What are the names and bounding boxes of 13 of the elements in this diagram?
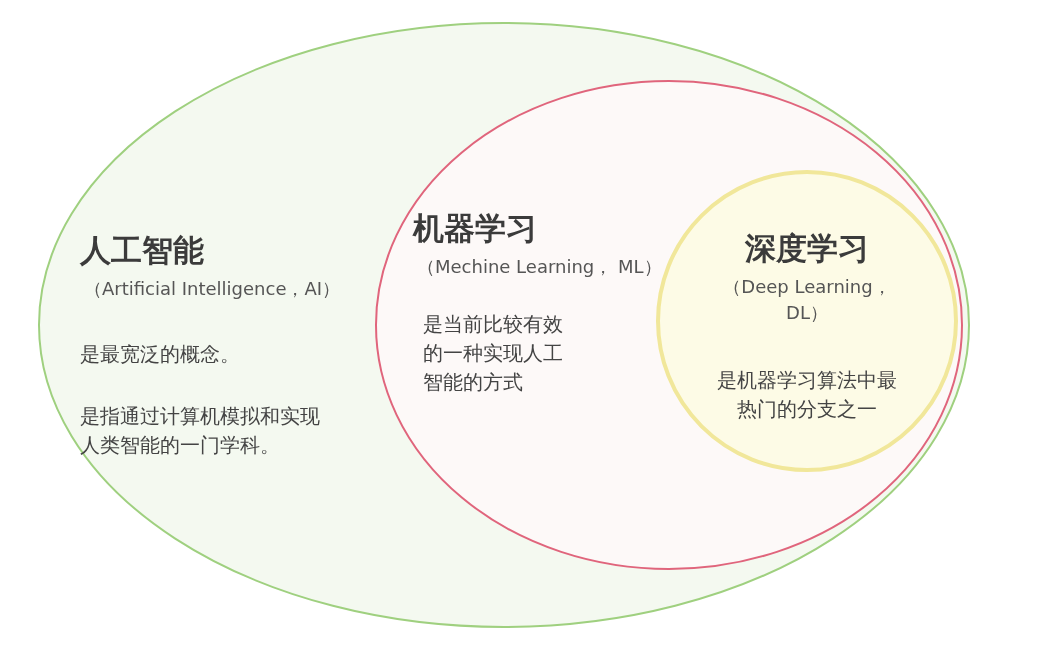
node-description: 是指通过计算机模拟和实现人类智能的一门学科。 <box>80 403 321 459</box>
node-title: 人工智能 <box>80 231 204 270</box>
node-subtitle: （Deep Learning，DL） <box>722 275 892 326</box>
node-description: 是当前比较有效的一种实现人工智能的方式 <box>423 311 564 396</box>
node-description: 是机器学习算法中最热门的分支之一 <box>716 367 898 423</box>
node-title: 机器学习 <box>413 209 537 248</box>
inner-circle <box>656 170 958 472</box>
node-description: 是最宽泛的概念。 <box>80 341 240 368</box>
outer-ellipse <box>38 22 970 628</box>
node-subtitle: （Artificial Intelligence，AI） <box>84 277 341 301</box>
node-title: 深度学习 <box>745 229 869 268</box>
node-subtitle: （Mechine Learning， ML） <box>417 255 662 279</box>
middle-ellipse <box>375 80 963 570</box>
